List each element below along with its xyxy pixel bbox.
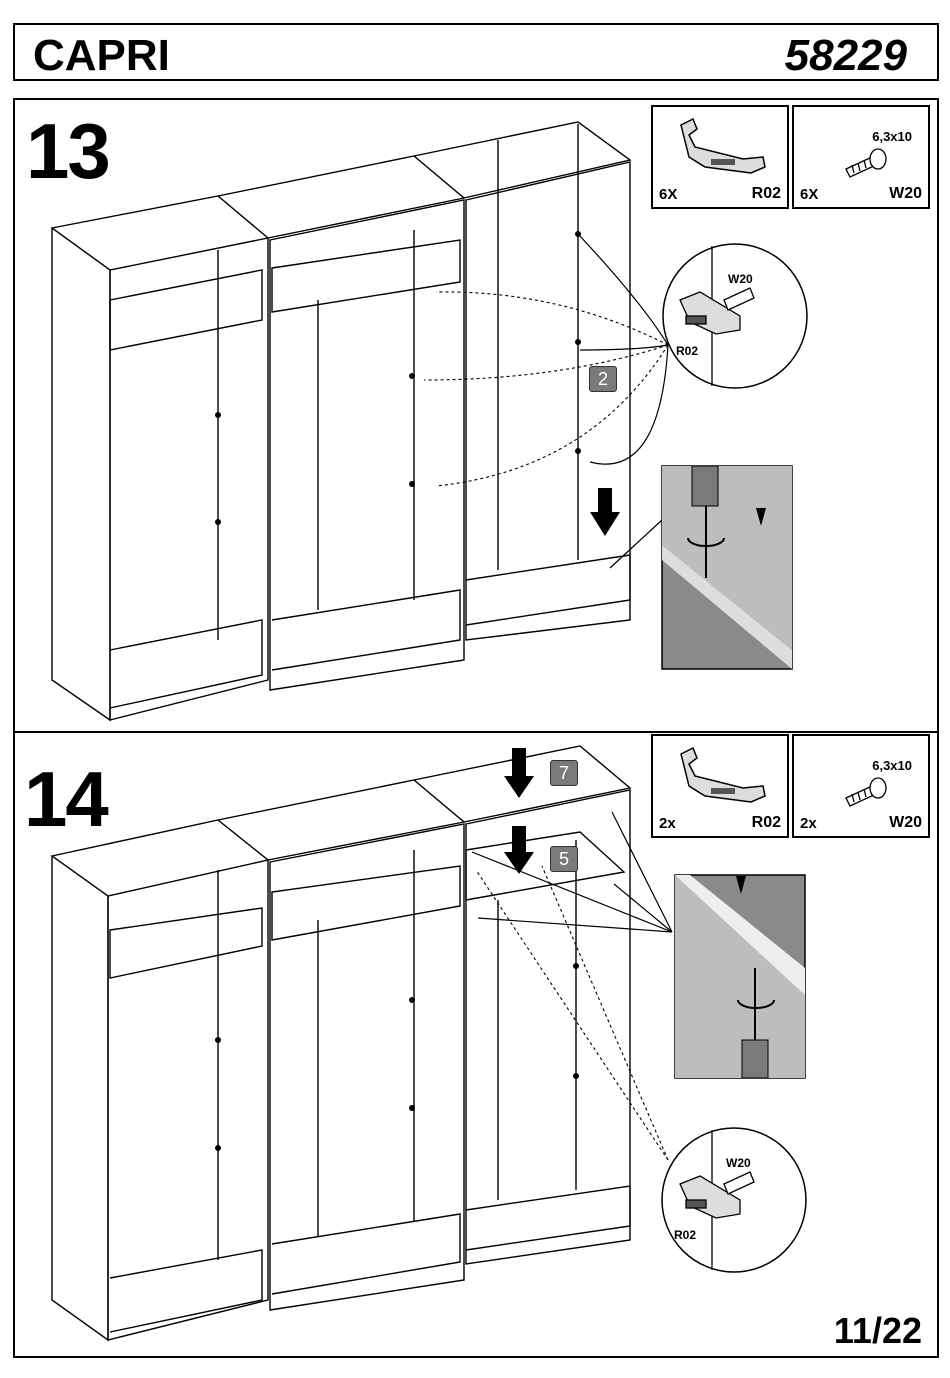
callout-label-r02: R02 — [674, 1228, 696, 1242]
top-panel-badge: 7 — [550, 760, 578, 786]
page-number: 11/22 — [834, 1310, 922, 1352]
callout-label-w20: W20 — [726, 1156, 751, 1170]
shelf-badge: 5 — [550, 846, 578, 872]
